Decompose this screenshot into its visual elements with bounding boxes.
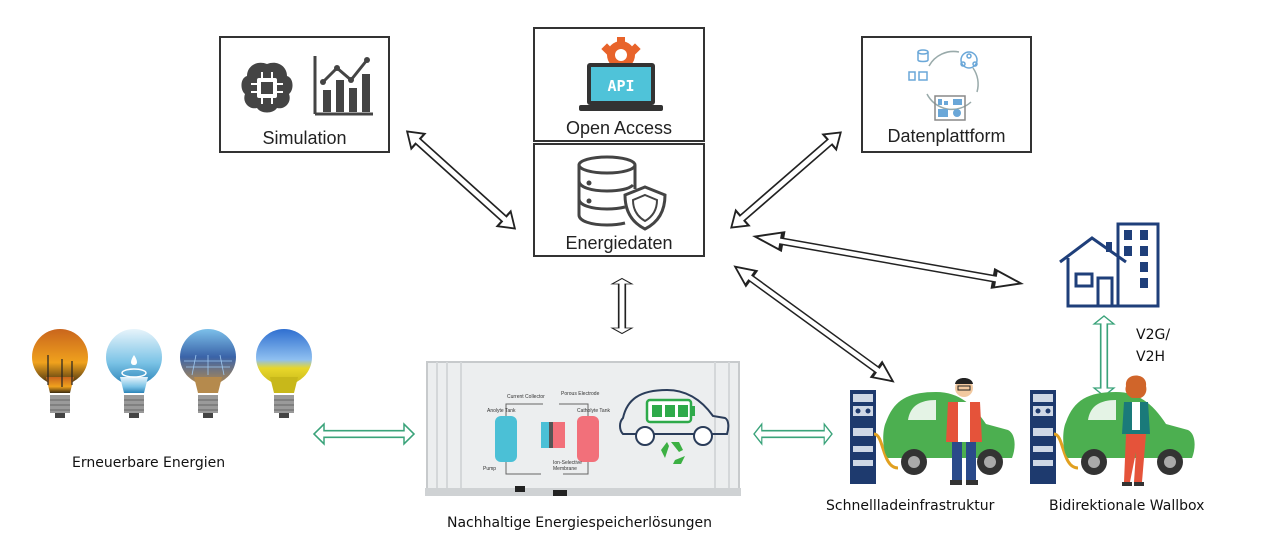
renewable-bulbs <box>32 329 312 418</box>
label-anolyte-tank: Anolyte Tank <box>487 408 516 414</box>
arrow-energy-data-building <box>751 225 1025 295</box>
fast-charging-scene <box>850 378 1015 485</box>
data-platform-label: Datenplattform <box>887 126 1006 146</box>
building-house-icon <box>1059 222 1160 308</box>
flow-battery-schematic <box>495 403 599 475</box>
arrow-energy-data-charging <box>728 258 900 390</box>
label-catholyte-tank: Catholyte Tank <box>577 408 610 414</box>
energy-data-box: Energiedaten <box>533 143 705 257</box>
bar-chart-icon <box>313 56 373 116</box>
simulation-box: Simulation <box>219 36 390 153</box>
arrow-energy-data-storage <box>611 277 633 335</box>
label-ion-membrane: Ion-Selective Membrane <box>553 460 582 472</box>
data-platform-box: Datenplattform <box>861 36 1032 153</box>
wallbox-caption: Bidirektionale Wallbox <box>1049 498 1205 514</box>
label-current-collector: Current Collector <box>507 394 545 400</box>
simulation-label: Simulation <box>262 128 347 148</box>
arrow-storage-charging <box>753 423 833 445</box>
v2g-label: V2G/ <box>1136 327 1171 343</box>
storage-container: Current Collector Anolyte Tank Porous El… <box>425 358 743 498</box>
data-cycle-icon <box>908 49 979 121</box>
arrow-simulation-energy-data <box>399 123 523 237</box>
brain-chip-icon <box>241 62 293 113</box>
label-pump: Pump <box>483 466 497 472</box>
open-access-label: Open Access <box>565 118 673 138</box>
open-access-box: API Open Access <box>533 27 705 142</box>
arrow-renewables-storage <box>313 423 415 445</box>
v2h-label: V2H <box>1136 349 1166 365</box>
wallbox-scene <box>1030 375 1195 486</box>
sunset-wind-bulb-icon <box>32 329 88 418</box>
man-figure-icon <box>946 378 982 485</box>
storage-caption: Nachhaltige Energiespeicherlösungen <box>447 515 713 531</box>
wallbox-station-icon <box>1030 390 1079 484</box>
ev-battery-recycle-icon <box>619 388 730 464</box>
renewables-caption: Erneuerbare Energien <box>72 455 226 471</box>
water-drop-bulb-icon <box>106 329 162 418</box>
label-porous-electrode: Porous Electrode <box>561 391 600 397</box>
energy-data-label: Energiedaten <box>565 233 673 253</box>
charging-station-icon <box>850 390 899 484</box>
api-badge-text: API <box>607 77 634 95</box>
fast-charging-caption: Schnellladeinfrastruktur <box>826 498 995 514</box>
api-laptop-icon: API <box>579 37 663 111</box>
rapeseed-field-bulb-icon <box>256 329 312 418</box>
woman-figure-icon <box>1122 375 1150 486</box>
arrow-platform-energy-data <box>723 123 849 237</box>
solar-panel-bulb-icon <box>180 329 236 418</box>
database-shield-icon <box>577 155 667 231</box>
